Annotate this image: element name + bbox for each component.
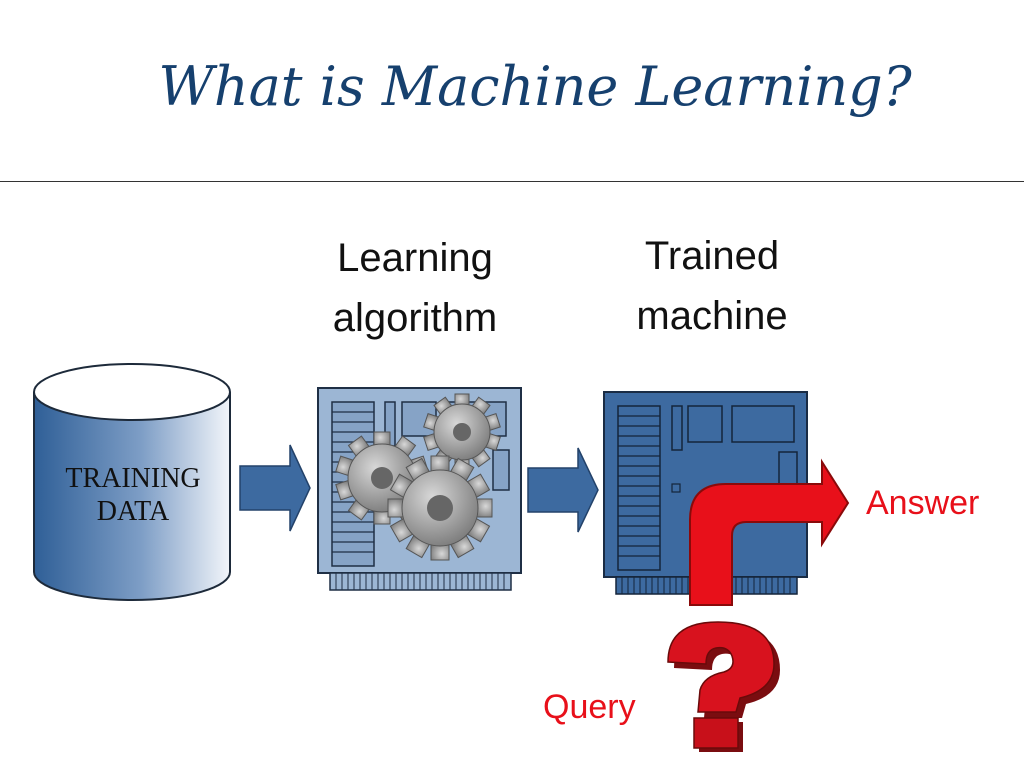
training-data-line2: DATA <box>96 496 170 528</box>
arrow-to-algorithm-icon <box>239 444 311 532</box>
trained-machine-line2: machine <box>636 294 788 338</box>
answer-label: Answer <box>866 484 980 522</box>
gears-icon <box>335 393 501 561</box>
answer-arrow-icon <box>689 458 850 606</box>
trained-machine-line1: Trained <box>644 234 780 278</box>
slide-title: What is Machine Learning? <box>158 55 912 118</box>
trained-machine-caption: Trained machine <box>602 234 822 338</box>
learning-algorithm-line1: Learning <box>337 236 493 280</box>
question-mark-icon <box>667 621 780 752</box>
query-label: Query <box>543 688 636 726</box>
arrow-to-trained-machine-icon <box>527 447 599 533</box>
title-divider <box>0 181 1024 182</box>
learning-algorithm-line2: algorithm <box>332 296 498 340</box>
training-data-line1: TRAINING <box>65 463 201 494</box>
training-data-label: TRAINING DATA <box>38 462 228 528</box>
learning-algorithm-caption: Learning algorithm <box>300 236 530 340</box>
training-data-cylinder <box>33 363 231 601</box>
